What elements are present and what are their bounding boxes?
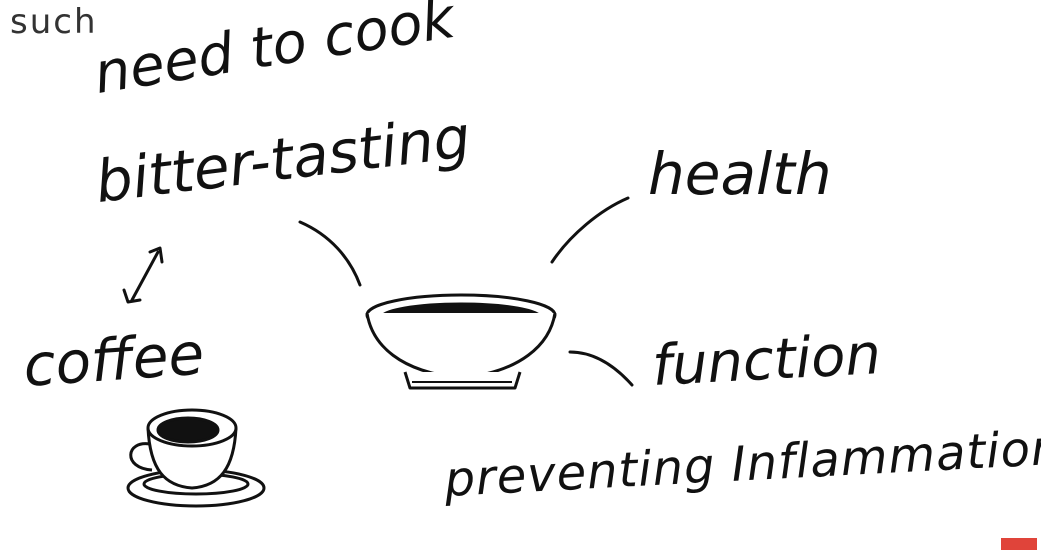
double-arrow-icon <box>122 246 164 304</box>
label-health: health <box>648 140 832 208</box>
connector-health-to-bowl <box>550 196 630 264</box>
bowl-icon <box>365 293 557 390</box>
red-corner-mark <box>1001 538 1037 550</box>
connector-bitter-to-bowl <box>298 220 362 287</box>
connector-bowl-to-function <box>568 350 634 387</box>
corner-word: such <box>10 2 98 42</box>
coffee-cup-icon <box>126 408 266 508</box>
